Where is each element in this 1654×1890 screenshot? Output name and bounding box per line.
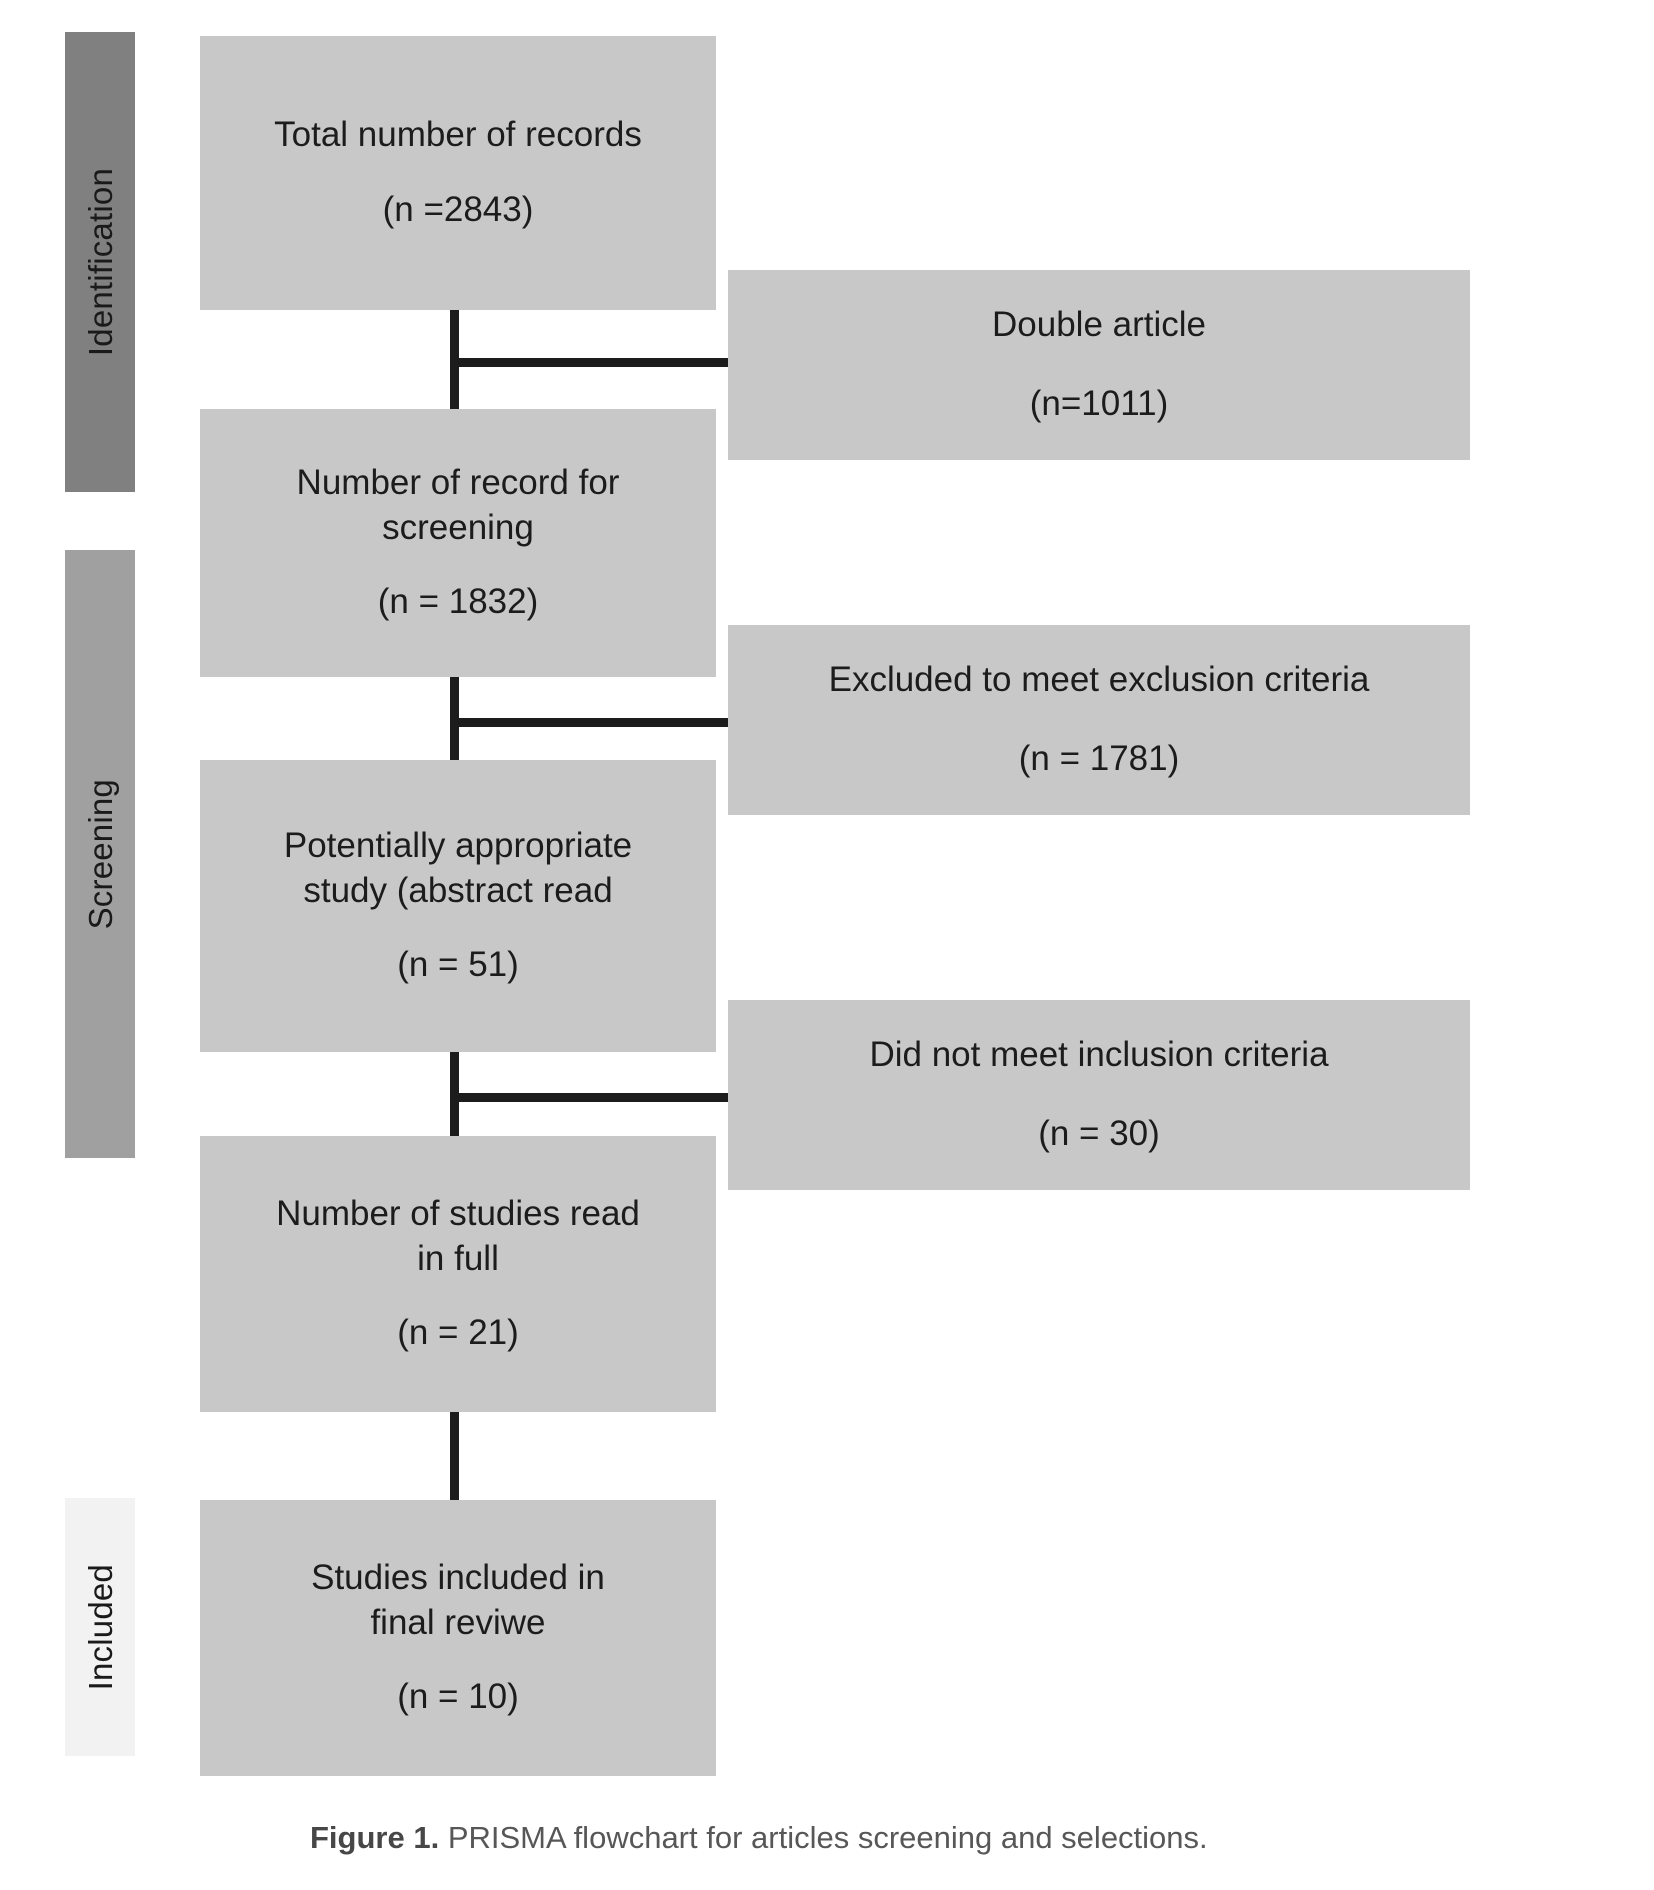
node-not-meet-inclusion-criteria-count: (n = 30) (1038, 1114, 1160, 1153)
node-potentially-appropriate-title-line2: study (abstract read (303, 870, 613, 910)
figure-caption-text: PRISMA flowchart for articles screening … (439, 1820, 1208, 1855)
node-excluded-exclusion-criteria-title: Excluded to meet exclusion criteria (828, 660, 1370, 700)
node-studies-read-full-title-line1: Number of studies read (276, 1193, 640, 1233)
node-studies-read-full-title-line2: in full (417, 1238, 499, 1278)
stage-label-screening: Screening (81, 778, 119, 930)
node-studies-included-count: (n = 10) (397, 1677, 519, 1717)
stage-bar-identification: Identification (65, 32, 135, 492)
stage-bar-screening: Screening (65, 550, 135, 1158)
node-records-for-screening-title-line1: Number of record for (296, 462, 620, 502)
node-potentially-appropriate-count: (n = 51) (397, 945, 519, 985)
node-studies-included: Studies included in final reviwe (n = 10… (200, 1500, 716, 1776)
node-studies-read-full: Number of studies read in full (n = 21) (200, 1136, 716, 1412)
node-total-records: Total number of records (n =2843) (200, 36, 716, 310)
node-double-article-count: (n=1011) (1029, 384, 1169, 423)
node-total-records-title: Total number of records (274, 115, 642, 155)
node-not-meet-inclusion-criteria-title: Did not meet inclusion criteria (869, 1035, 1329, 1075)
node-double-article-title: Double article (992, 305, 1206, 345)
figure-caption: Figure 1. PRISMA flowchart for articles … (310, 1820, 1208, 1856)
node-records-for-screening-title-line2: screening (382, 507, 534, 547)
node-excluded-exclusion-criteria-count: (n = 1781) (1018, 739, 1180, 778)
node-double-article: Double article (n=1011) (728, 270, 1470, 460)
node-studies-included-title-line1: Studies included in (311, 1557, 605, 1597)
node-studies-included-title-line2: final reviwe (370, 1602, 546, 1642)
connector-horizontal-not-inclusion (450, 1093, 728, 1102)
connector-horizontal-double-article (450, 358, 728, 367)
node-excluded-exclusion-criteria: Excluded to meet exclusion criteria (n =… (728, 625, 1470, 815)
connector-vertical-4 (450, 1412, 459, 1502)
stage-label-identification: Identification (81, 167, 119, 357)
node-records-for-screening-count: (n = 1832) (377, 582, 539, 622)
stage-bar-included: Included (65, 1498, 135, 1756)
node-records-for-screening: Number of record for screening (n = 1832… (200, 409, 716, 677)
node-potentially-appropriate-title-line1: Potentially appropriate (283, 825, 633, 865)
connector-horizontal-excluded (450, 718, 728, 727)
node-potentially-appropriate: Potentially appropriate study (abstract … (200, 760, 716, 1052)
node-total-records-count: (n =2843) (382, 190, 534, 229)
node-studies-read-full-count: (n = 21) (397, 1313, 519, 1353)
node-not-meet-inclusion-criteria: Did not meet inclusion criteria (n = 30) (728, 1000, 1470, 1190)
figure-caption-label: Figure 1. (310, 1820, 440, 1855)
stage-label-included: Included (81, 1563, 119, 1691)
